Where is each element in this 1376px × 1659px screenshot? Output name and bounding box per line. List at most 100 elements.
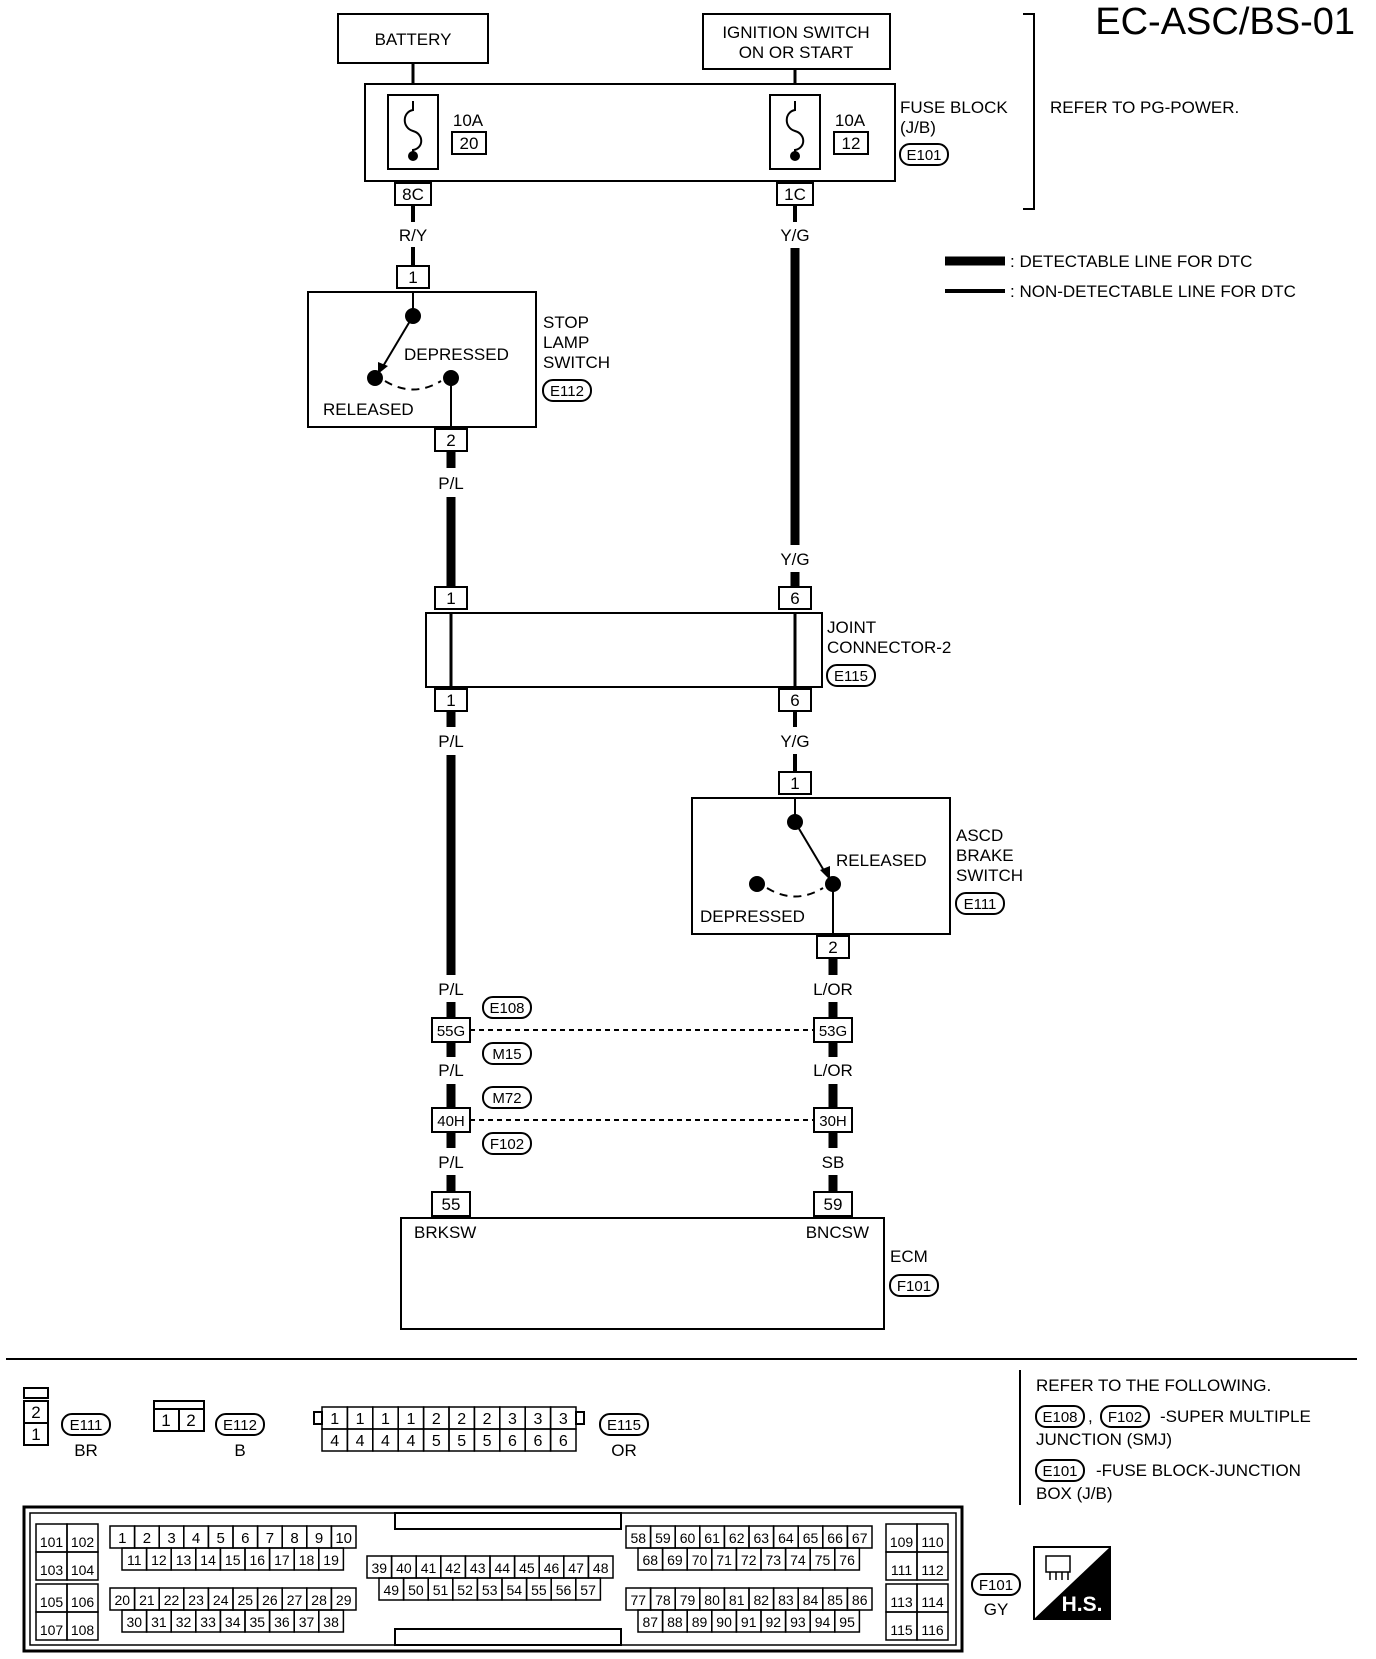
ascd-pin1-box [778, 771, 812, 795]
wire-label-pl-5: P/L [438, 1153, 464, 1172]
e112-face-id: E112 [223, 1417, 257, 1434]
pin-69: 69 [667, 1552, 683, 1568]
ecm-box [400, 1217, 885, 1330]
e111-pin1: 1 [31, 1425, 40, 1444]
hs-connector-icon [1045, 1555, 1071, 1573]
stop-lamp-arm-arrow [378, 362, 388, 374]
junction1-conn-bottom-pill [482, 1042, 532, 1065]
pin-5: 5 [457, 1433, 466, 1450]
pin-34: 34 [225, 1614, 241, 1630]
joint-pin1-bottom: 1 [446, 691, 455, 710]
pin-3: 3 [167, 1530, 175, 1547]
pin-45: 45 [519, 1560, 535, 1576]
wire-label-pl-1: P/L [438, 474, 464, 493]
refer-conn3-pill [1035, 1459, 1085, 1482]
stop-lamp-depressed-label: DEPRESSED [404, 345, 509, 364]
pin-82: 82 [754, 1592, 770, 1608]
stop-lamp-pin1: 1 [408, 268, 417, 287]
fuse-left-dot [408, 151, 418, 161]
pin-13: 13 [176, 1552, 192, 1568]
ignition-label-line2: ON OR START [739, 43, 854, 62]
e111-pin2: 2 [31, 1403, 40, 1422]
ecm-name: ECM [890, 1247, 928, 1266]
pin-54: 54 [507, 1582, 523, 1598]
pin-2: 2 [483, 1411, 492, 1428]
pin-71: 71 [716, 1552, 732, 1568]
joint-connector-pill [826, 664, 876, 687]
pin-88: 88 [667, 1614, 683, 1630]
refer-conn3: E101 [1042, 1463, 1077, 1480]
pin-35: 35 [250, 1614, 266, 1630]
joint-pin6-top-box [778, 586, 812, 610]
pin-9: 9 [315, 1530, 323, 1547]
pin-81: 81 [729, 1592, 745, 1608]
e112-color: B [234, 1441, 245, 1460]
pin-110: 110 [921, 1534, 944, 1550]
pin-12: 12 [151, 1552, 167, 1568]
ecm-pin55: 55 [442, 1195, 461, 1214]
e111-face-id: E111 [70, 1417, 103, 1434]
junction1-right-pin: 53G [819, 1023, 847, 1040]
junction2-conn-bottom: F102 [490, 1136, 524, 1153]
wire-label-yg-2: Y/G [780, 550, 809, 569]
pin-76-box [834, 1547, 861, 1571]
e115-key-left [313, 1411, 323, 1425]
pin-67: 67 [852, 1530, 868, 1546]
stop-lamp-switch-box [307, 291, 537, 428]
pin-89: 89 [692, 1614, 708, 1630]
pin-83: 83 [778, 1592, 794, 1608]
pin-78: 78 [655, 1592, 671, 1608]
pin-19-box [318, 1547, 345, 1571]
junction1-conn-bottom: M15 [492, 1046, 521, 1063]
pin-62: 62 [729, 1530, 745, 1546]
pin-80: 80 [704, 1592, 720, 1608]
pin-72: 72 [741, 1552, 757, 1568]
joint-pin6-top: 6 [790, 589, 799, 608]
pin-104-box [66, 1551, 99, 1581]
pin-22: 22 [164, 1592, 180, 1608]
f101-top-key [394, 1512, 622, 1530]
pin-7: 7 [266, 1530, 274, 1547]
fuse-right-number: 12 [842, 134, 861, 153]
pin-32: 32 [176, 1614, 192, 1630]
pin-1: 1 [406, 1411, 415, 1428]
stop-lamp-pin1-box [396, 265, 430, 289]
pin-6-box [549, 1428, 577, 1452]
pin-48: 48 [593, 1560, 609, 1576]
pin-65: 65 [803, 1530, 819, 1546]
refer-conn1: E108 [1042, 1409, 1077, 1426]
pin-86: 86 [852, 1592, 868, 1608]
terminal-8c: 8C [402, 185, 424, 204]
pin-85: 85 [827, 1592, 843, 1608]
fuse-right-dot [790, 151, 800, 161]
pin-70: 70 [692, 1552, 708, 1568]
pin-46: 46 [544, 1560, 560, 1576]
pin-101: 101 [40, 1534, 64, 1550]
wire-label-yg-1: Y/G [780, 226, 809, 245]
stop-lamp-connector: E112 [550, 383, 584, 400]
fuse-block-connector-pill [899, 143, 949, 166]
pin-2: 2 [432, 1411, 441, 1428]
ascd-pin1: 1 [790, 774, 799, 793]
e112-pin1: 1 [161, 1411, 170, 1430]
joint-pin1-top-box [434, 586, 468, 610]
wire-label-sb: SB [822, 1153, 845, 1172]
pin-1: 1 [118, 1530, 126, 1547]
e112-pin2-box [178, 1408, 205, 1432]
wire-label-pl-3: P/L [438, 980, 464, 999]
pin-6: 6 [533, 1433, 542, 1450]
ecm-pin59: 59 [824, 1195, 843, 1214]
fuse-left-amp: 10A [453, 111, 484, 130]
pin-4: 4 [381, 1433, 390, 1450]
pin-109: 109 [890, 1534, 914, 1550]
pin-33: 33 [200, 1614, 216, 1630]
stop-lamp-name1: STOP [543, 313, 589, 332]
pin-30: 30 [127, 1614, 143, 1630]
pin-19: 19 [323, 1552, 339, 1568]
pin-106: 106 [71, 1594, 95, 1610]
pin-60: 60 [680, 1530, 696, 1546]
page-code: EC-ASC/BS-01 [1095, 1, 1355, 43]
pin-43: 43 [470, 1560, 486, 1576]
e115-key-right [575, 1411, 585, 1425]
joint-pin6-bottom: 6 [790, 691, 799, 710]
